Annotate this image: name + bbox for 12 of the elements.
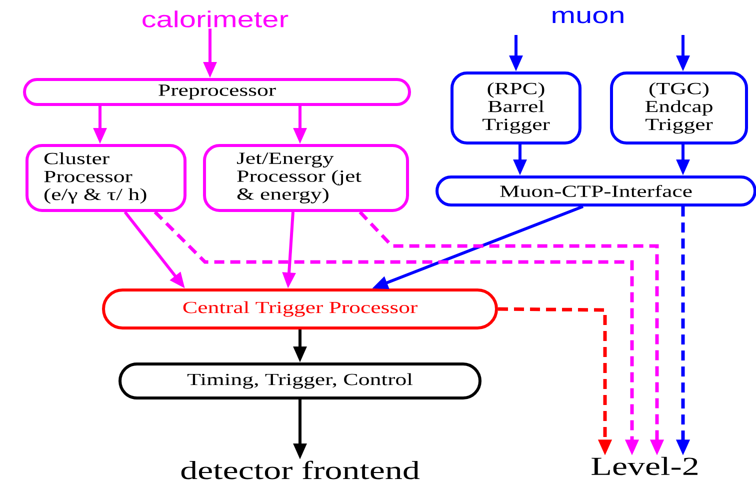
- section-heading: muon: [552, 10, 624, 24]
- process-box: Preprocessor: [23, 78, 411, 106]
- process-box: Central Trigger Processor: [102, 288, 498, 330]
- output-label: Level-2: [592, 456, 698, 476]
- section-heading: calorimeter: [142, 10, 288, 28]
- process-box: (TGC) Endcap Trigger: [610, 72, 748, 144]
- process-box: Jet/Energy Processor (jet & energy): [203, 144, 409, 212]
- process-box: Timing, Trigger, Control: [118, 362, 482, 400]
- process-box: Cluster Processor (e/γ & τ/ h): [26, 144, 186, 212]
- process-box: Muon-CTP-Interface: [436, 176, 756, 206]
- output-label: detector frontend: [181, 460, 420, 480]
- process-box: (RPC) Barrel Trigger: [450, 72, 582, 144]
